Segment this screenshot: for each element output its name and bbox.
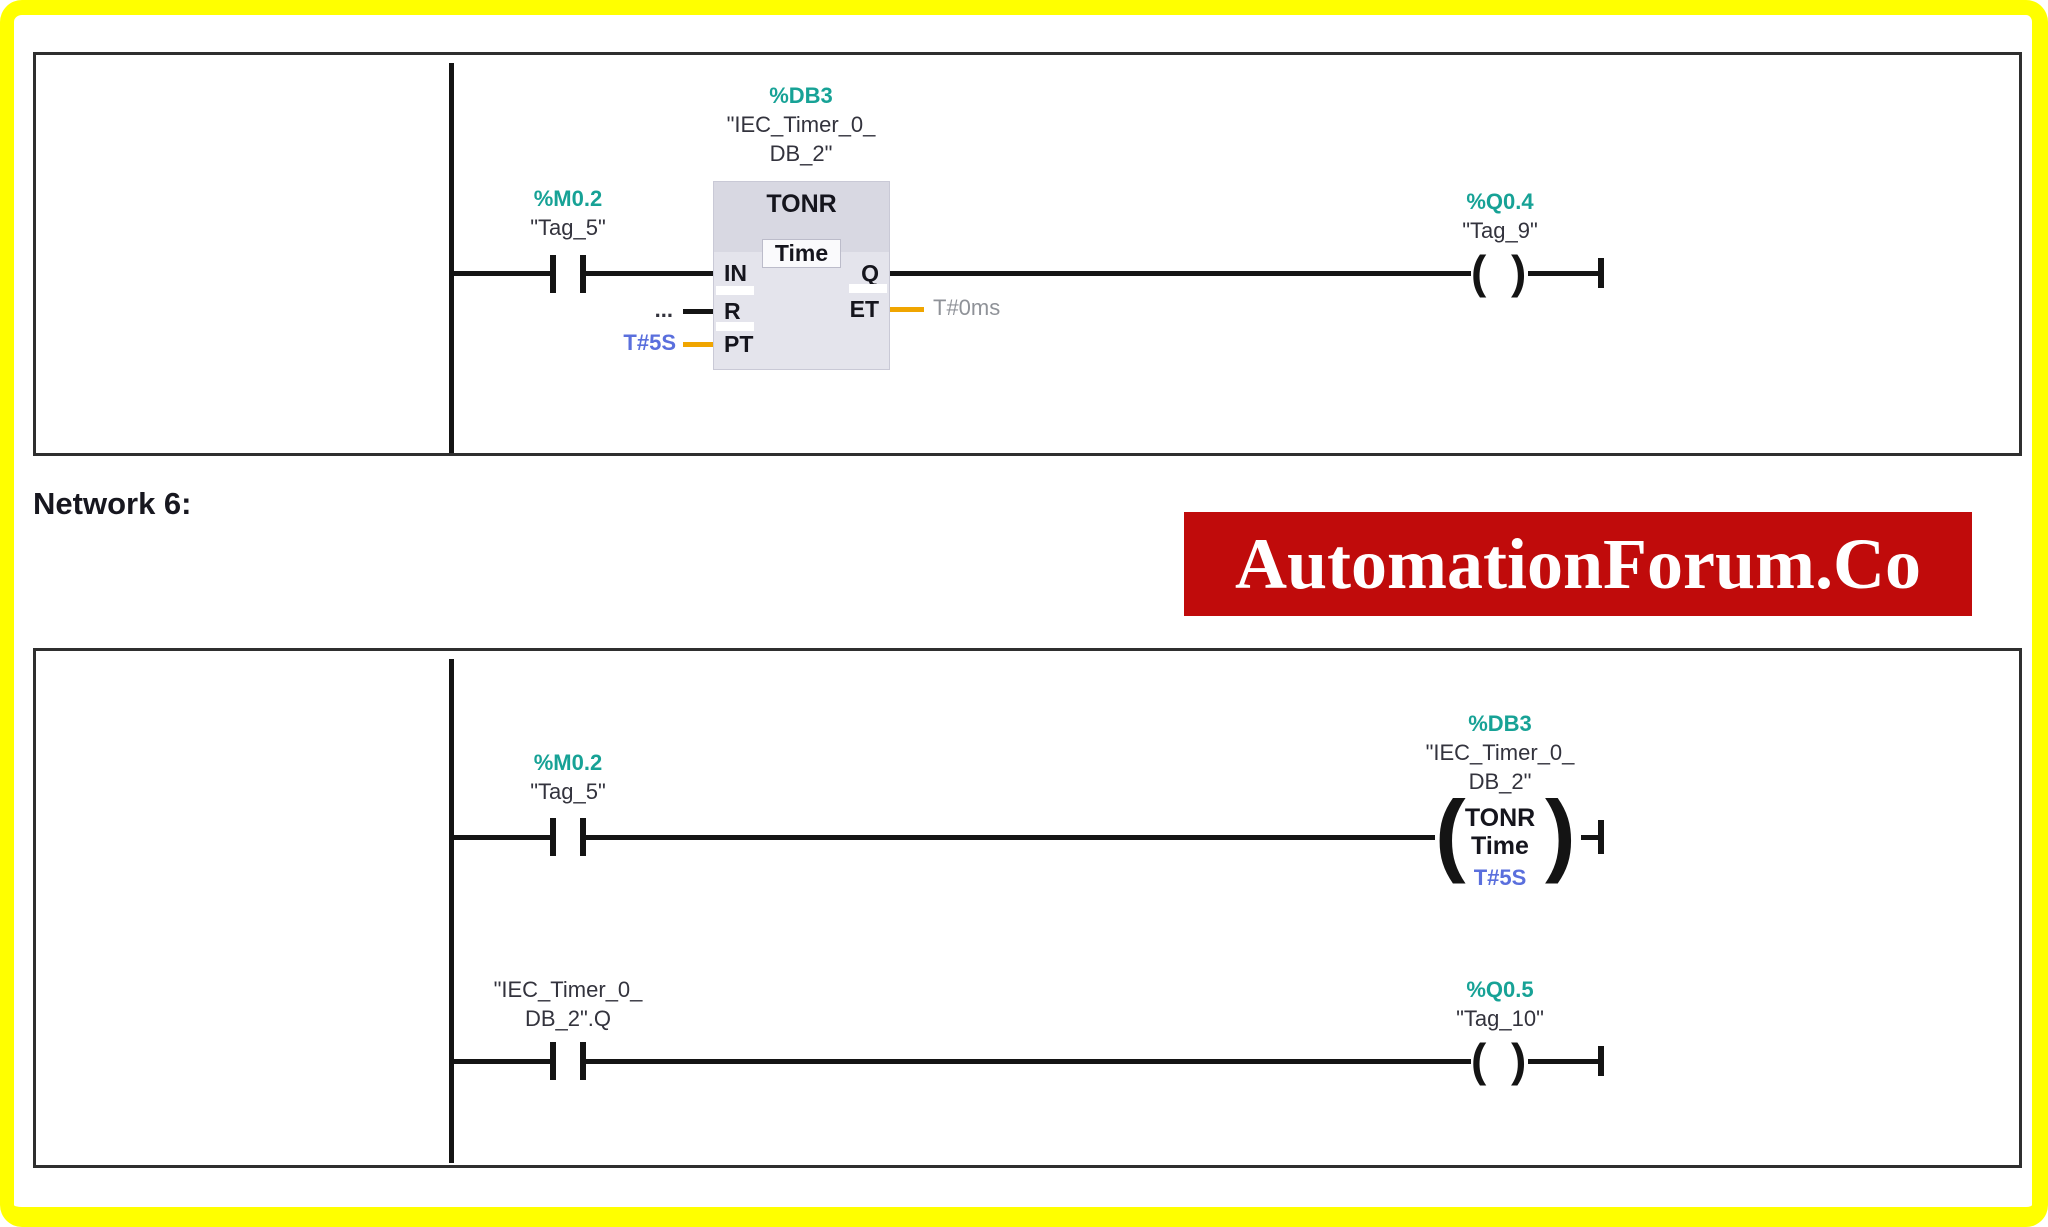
wire [1528, 271, 1600, 276]
timer-db-label[interactable]: %DB3 "IEC_Timer_0_ DB_2" [1380, 709, 1620, 796]
coil-datatype: Time [1471, 832, 1529, 860]
et-value: T#0ms [933, 295, 1001, 320]
wire [586, 271, 713, 276]
db-name-line1: "IEC_Timer_0_ [1425, 740, 1575, 765]
operand-tag: "Tag_5" [530, 779, 606, 804]
contact-bar [550, 1042, 556, 1080]
pin-q: Q [861, 260, 879, 286]
watermark-banner: AutomationForum.Co [1184, 512, 1972, 616]
rung-end-stop [1598, 1046, 1604, 1076]
wire [890, 271, 1471, 276]
coil-operand-label[interactable]: %Q0.4 "Tag_9" [1400, 187, 1600, 245]
power-rail [449, 659, 454, 1163]
coil-type: TONR [1464, 804, 1536, 832]
operand-name-line1: "IEC_Timer_0_ [493, 977, 643, 1002]
block-header: TONR Time [714, 182, 889, 268]
r-stub-wire [683, 309, 713, 314]
pin-slot [849, 284, 887, 293]
wire [451, 1059, 550, 1064]
network-title: Network 6: [33, 486, 192, 521]
contact-bar [580, 255, 586, 293]
coil-close-glyph: ) [1511, 246, 1527, 299]
wire [451, 271, 550, 276]
contact-bar [550, 818, 556, 856]
pin-et: ET [849, 296, 879, 322]
wire [1581, 835, 1600, 840]
block-type-label: TONR [766, 190, 837, 218]
power-rail [449, 63, 454, 453]
wire [586, 835, 1435, 840]
block-datatype-box[interactable]: Time [761, 239, 842, 268]
db-name-line1: "IEC_Timer_0_ [726, 112, 876, 137]
coil-open-glyph: ( [1435, 782, 1466, 885]
operand-address: %M0.2 [533, 186, 603, 211]
contact-operand-label[interactable]: %M0.2 "Tag_5" [468, 748, 668, 806]
pin-r: R [724, 298, 741, 324]
watermark-text: AutomationForum.Co [1235, 523, 1921, 604]
coil-pt-value[interactable]: T#5S [1473, 865, 1527, 890]
rung-end-stop [1598, 258, 1604, 288]
wire [1528, 1059, 1600, 1064]
wire [451, 835, 550, 840]
db-name-line2: DB_2" [769, 141, 833, 166]
contact-bar [580, 1042, 586, 1080]
network6-canvas: %M0.2 "Tag_5" %DB3 "IEC_Timer_0_ DB_2" (… [33, 648, 2022, 1168]
coil-close-glyph: ) [1545, 782, 1576, 885]
no-contact[interactable] [550, 818, 586, 856]
operand-tag: "Tag_5" [530, 215, 606, 240]
rung-end-stop [1598, 820, 1604, 854]
pin-slot [716, 322, 754, 331]
coil-operand-label[interactable]: %Q0.5 "Tag_10" [1400, 975, 1600, 1033]
db-address: %DB3 [769, 83, 833, 108]
pin-in: IN [724, 260, 747, 286]
coil-open-glyph: ( [1471, 1034, 1487, 1087]
contact-operand-label[interactable]: %M0.2 "Tag_5" [468, 184, 668, 242]
no-contact[interactable] [550, 255, 586, 293]
operand-name-line2: DB_2".Q [524, 1006, 612, 1031]
contact-bar [550, 255, 556, 293]
pin-pt: PT [724, 331, 754, 357]
operand-address: %Q0.5 [1466, 977, 1534, 1002]
pin-slot [716, 286, 754, 295]
operand-tag: "Tag_9" [1462, 218, 1538, 243]
pt-stub-wire [683, 342, 713, 347]
contact-bar [580, 818, 586, 856]
network5-canvas: %M0.2 "Tag_5" %DB3 "IEC_Timer_0_ DB_2" T… [33, 52, 2022, 456]
pt-value[interactable]: T#5S [623, 330, 676, 355]
coil-type-label: TONR Time [1420, 804, 1580, 860]
timer-db-label[interactable]: %DB3 "IEC_Timer_0_ DB_2" [701, 81, 901, 168]
wire [586, 1059, 1471, 1064]
coil-close-glyph: ) [1511, 1034, 1527, 1087]
et-stub-wire [890, 307, 924, 312]
operand-address: %M0.2 [533, 750, 603, 775]
db-name-line2: DB_2" [1468, 769, 1532, 794]
coil-open-glyph: ( [1471, 246, 1487, 299]
no-contact[interactable] [550, 1042, 586, 1080]
tonr-timer-block[interactable]: TONR Time IN Q R ET PT [713, 181, 890, 370]
contact-operand-label[interactable]: "IEC_Timer_0_ DB_2".Q [448, 975, 688, 1033]
operand-address: %Q0.4 [1466, 189, 1534, 214]
r-operand-placeholder[interactable]: ... [654, 297, 673, 322]
operand-tag: "Tag_10" [1456, 1006, 1544, 1031]
db-address: %DB3 [1468, 711, 1532, 736]
